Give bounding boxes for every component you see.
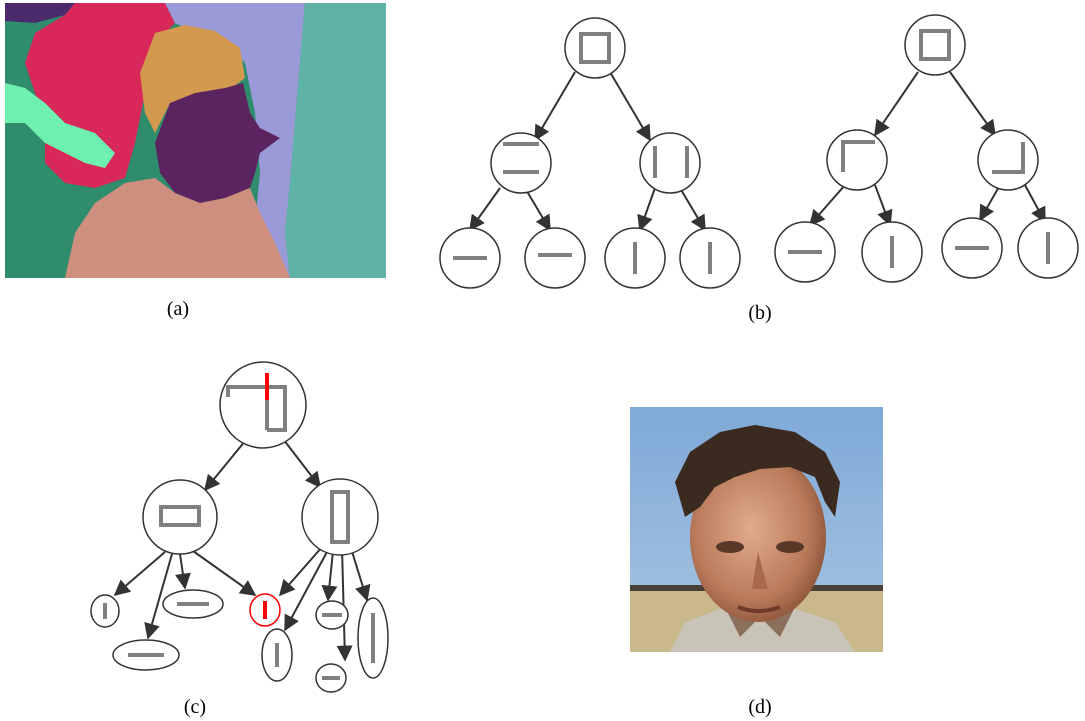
leaf	[524, 227, 586, 289]
edge	[349, 544, 371, 602]
segment-dark-purple	[5, 3, 75, 23]
caption-d: (d)	[748, 696, 772, 718]
edge	[679, 187, 706, 232]
corner-stroke	[841, 140, 875, 172]
node-right	[977, 129, 1039, 191]
edge	[174, 553, 191, 590]
edge	[113, 551, 166, 597]
segment-lavender	[165, 3, 305, 278]
left-eye	[716, 541, 744, 553]
tree-1	[439, 17, 741, 289]
panel-b-trees	[435, 10, 1085, 295]
edge	[808, 184, 846, 227]
edge	[321, 550, 338, 602]
caption-c: (c)	[183, 696, 207, 718]
right-eye	[776, 541, 804, 553]
edge	[1024, 184, 1046, 224]
edge	[279, 434, 321, 489]
panel-d-face-photo	[630, 407, 883, 652]
segment-hair	[140, 25, 245, 133]
edge	[469, 187, 501, 232]
shirt	[670, 607, 855, 652]
segment-face	[155, 83, 280, 203]
edge	[637, 187, 656, 232]
segment-teal-right	[285, 3, 386, 278]
corner-stroke	[992, 142, 1025, 174]
face-photo	[630, 407, 883, 652]
mouth	[737, 605, 781, 613]
edge	[874, 71, 919, 137]
panel-c-svg	[90, 361, 389, 693]
segment-shirt	[65, 178, 290, 278]
edge	[949, 71, 996, 137]
node-right	[301, 478, 379, 556]
node-root	[904, 14, 966, 76]
compound-stroke	[226, 385, 287, 432]
segmentation-image	[5, 3, 386, 278]
square-stroke	[579, 32, 611, 64]
edge	[284, 549, 329, 632]
panel-b-svg	[439, 14, 1079, 289]
node-left	[490, 132, 552, 194]
face	[690, 452, 826, 622]
nose	[752, 552, 768, 589]
panel-c-composition-tree	[80, 355, 420, 700]
node-right	[639, 132, 701, 194]
hair	[675, 425, 840, 517]
edge	[336, 547, 353, 662]
tree-2	[774, 14, 1079, 283]
edge	[534, 71, 576, 142]
node-left	[826, 129, 888, 191]
caption-a: (a)	[166, 298, 190, 320]
edge	[192, 550, 257, 596]
edge	[609, 71, 651, 142]
node-root	[564, 17, 626, 79]
segment-mint	[5, 83, 115, 168]
edge	[144, 553, 173, 640]
panel-a-segmentation-image	[5, 3, 386, 278]
edge	[203, 434, 251, 492]
edge	[979, 184, 1001, 222]
edge	[278, 546, 323, 597]
caption-b: (b)	[748, 302, 772, 324]
tall-rectangle-stroke	[330, 490, 350, 544]
square-stroke	[919, 29, 951, 61]
edge	[524, 187, 551, 232]
edge	[874, 184, 893, 227]
rectangle-stroke	[159, 505, 201, 527]
node-left	[142, 479, 218, 555]
node-root	[219, 361, 307, 449]
